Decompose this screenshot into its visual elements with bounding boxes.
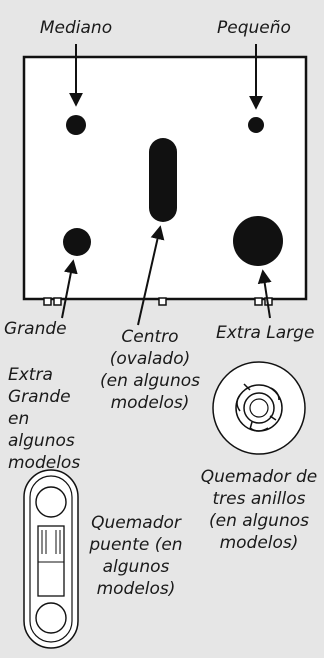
label-tres-anillos-line-3: (en algunos (208, 511, 309, 531)
extra-large-leader-arrow (257, 269, 272, 319)
foot-tab (158, 297, 167, 306)
tri-ring-burner-icon (212, 361, 306, 455)
label-mediano: Mediano (39, 18, 113, 38)
label-centro-line-4: modelos) (110, 393, 190, 413)
label-extra-grande-line-3: en (8, 409, 30, 429)
center-oval-burner (149, 138, 177, 222)
label-centro-line-3: (en algunos (99, 371, 200, 391)
label-extra-grande-line-5: modelos (8, 453, 81, 473)
label-centro-line-2: (ovalado) (109, 349, 191, 369)
label-grande: Grande (4, 319, 67, 339)
label-pequeno: Pequeño (217, 18, 291, 38)
label-tres-anillos-line-2: tres anillos (212, 489, 306, 509)
label-puente-line-3: algunos (102, 557, 170, 577)
label-tres-anillos-line-4: modelos) (219, 533, 299, 553)
foot-tab (43, 297, 52, 306)
label-quemador-tres-anillos: Quemador de tres anillos (en algunos mod… (198, 466, 320, 554)
label-centro: Centro (ovalado) (en algunos modelos) (90, 326, 210, 414)
label-puente-line-2: puente (en (89, 535, 183, 555)
large-burner (63, 228, 91, 256)
extra-large-burner (233, 216, 283, 266)
label-puente-line-1: Quemador (91, 513, 181, 533)
foot-tab (254, 297, 263, 306)
foot-tab (53, 297, 62, 306)
label-puente-line-4: modelos) (96, 579, 176, 599)
medium-burner (66, 115, 86, 135)
bridge-burner-icon (23, 469, 79, 649)
grande-leader-arrow (61, 259, 78, 319)
label-quemador-puente: Quemador puente (en algunos modelos) (84, 512, 188, 600)
label-extra-grande-line-4: algunos (8, 431, 75, 451)
label-extra-grande-line-2: Grande (8, 387, 71, 407)
label-extra-grande-line-1: Extra (8, 365, 53, 385)
label-tres-anillos-line-1: Quemador de (200, 467, 318, 487)
small-burner (248, 117, 264, 133)
label-extra-large: Extra Large (216, 323, 315, 343)
label-extra-grande: Extra Grande en algunos modelos (8, 364, 80, 474)
label-centro-line-1: Centro (121, 327, 179, 347)
centro-leader-arrow (137, 225, 165, 326)
